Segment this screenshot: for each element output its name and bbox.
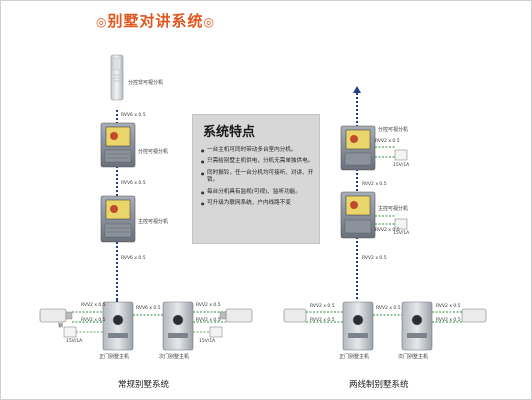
feature-item: 一台主机可同时带动多台室内分机。: [201, 147, 315, 155]
feature-item: 同时振铃，任一台分机均可接听、对讲、开锁。: [201, 170, 315, 185]
left-wire-door-l-label: RVV2 x 0.5: [81, 303, 106, 308]
left-psu-1-label: 15V/1A: [66, 339, 83, 344]
feature-item: 可升级为联网系统，户内线路不变: [201, 200, 315, 208]
left-unit-top-label: 分控非可视分机: [128, 80, 164, 86]
feature-item: 每台分机具有监视(可视)、监听功能。: [201, 189, 315, 197]
diagram-title: ◎别墅对讲系统◎: [96, 10, 215, 31]
right-wire-top-label: RVV2 x 0.5: [375, 139, 400, 144]
features-panel: 系统特点 一台主机可同时带动多台室内分机。 只需给别墅主机供电，分机无需单独供电…: [192, 114, 320, 244]
right-bus-arrow-icon: [353, 86, 361, 93]
title-symbol-right: ◎: [203, 15, 215, 29]
right-unit-top-label: 分控可视分机: [378, 127, 409, 133]
left-audio-handset-icon: [110, 54, 124, 101]
left-door1-label: 正门别墅主机: [99, 354, 130, 360]
right-wire-door-l-label: RVV2 x 0.5: [310, 304, 335, 309]
left-monitor-main-icon: [100, 195, 136, 243]
right-door-station-1-icon: [342, 301, 374, 351]
left-door2-label: 次门别墅主机: [159, 354, 190, 360]
left-power-supply-2-icon: [193, 326, 223, 338]
left-lock-2-icon: [219, 308, 253, 323]
left-wire-door-r2-label: RVV2 x 0.5: [196, 318, 221, 323]
right-monitor-sub-icon: [340, 125, 376, 171]
left-door-station-1-icon: [102, 301, 134, 351]
right-wire-low2-label: RVV2 x 0.5: [362, 256, 387, 261]
right-monitor-main-icon: [340, 191, 376, 239]
right-power-supply-2-icon: [394, 218, 408, 230]
right-unit-low-label: 主控可视分机: [378, 206, 409, 212]
left-power-supply-1-icon: [63, 326, 103, 338]
left-wire-low-label: RVV6 x 0.5: [121, 256, 146, 261]
features-heading: 系统特点: [203, 125, 256, 140]
right-wire-mid-label: RVV2 x 0.5: [362, 182, 387, 187]
right-door2-label: 次门别墅主机: [398, 354, 429, 360]
right-lock-1-icon: [283, 308, 307, 323]
left-unit-low-label: 主控可视分机: [138, 219, 169, 225]
features-list: 一台主机可同时带动多台室内分机。 只需给别墅主机供电，分机无需单独供电。 同时振…: [201, 147, 315, 211]
left-wire-mid-label: RVV6 x 0.5: [121, 181, 146, 186]
right-system-caption: 两线制别墅系统: [349, 380, 409, 390]
left-lock-1-icon: [39, 308, 73, 323]
left-wire-door-l2-label: RVV2 x 0.5: [81, 318, 106, 323]
left-lock-label: 锁: [58, 323, 64, 329]
feature-item: 只需给别墅主机供电，分机无需单独供电。: [201, 158, 315, 166]
right-lock-2-icon: [461, 308, 487, 323]
right-psu-1-label: 15V/1A: [393, 163, 410, 168]
title-symbol-left: ◎: [96, 15, 108, 29]
left-door-station-2-icon: [162, 301, 194, 351]
left-wire-door-r-label: RVV2 x 0.5: [196, 303, 221, 308]
right-power-supply-1-icon: [394, 149, 408, 161]
right-door-station-2-icon: [401, 301, 433, 351]
right-wire-door-l2-label: RVV2 x 0.5: [310, 318, 335, 323]
right-door1-label: 正门别墅主机: [339, 354, 370, 360]
left-monitor-sub-icon: [100, 122, 136, 168]
left-wire-mid-door-label: RVV6 x 0.5: [136, 306, 161, 311]
right-wire-door-m-label: RVV2 x 0.5: [376, 306, 401, 311]
left-wire-top-label: RVV6 x 0.5: [121, 113, 146, 118]
right-wire-door-r-label: RVV2 x 0.5: [436, 304, 461, 309]
title-text: 别墅对讲系统: [107, 12, 204, 30]
right-wire-low-label: RVV2 x 0.5: [375, 228, 400, 233]
left-unit-mid-label: 分控可视分机: [138, 149, 169, 155]
right-psu-2-label: 15V/1A: [393, 231, 410, 236]
left-psu-2-label: 15V/1A: [199, 339, 216, 344]
right-wire-door-r2-label: RVV2 x 0.5: [436, 318, 461, 323]
left-system-caption: 常规别墅系统: [118, 380, 170, 390]
